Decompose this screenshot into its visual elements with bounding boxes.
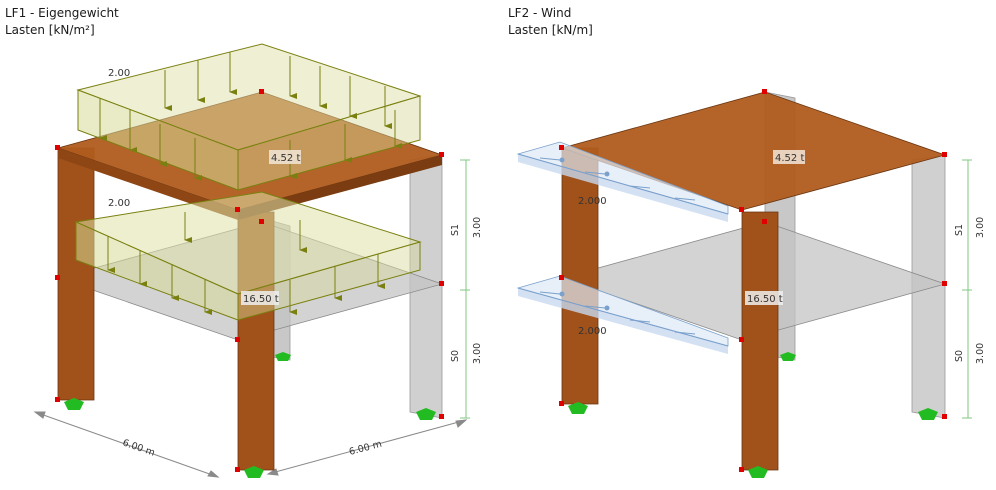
right-model: 2.000 2.000 4.52 t 16.50 t S1 3: [516, 89, 986, 478]
load-label-top: 2.00: [108, 68, 130, 79]
height-label-bottom: 3.00: [975, 343, 986, 364]
dimension-lines: [33, 411, 468, 478]
left-title-1: LF1 - Eigengewicht: [5, 6, 119, 20]
wind-load-mid: [516, 275, 729, 354]
mass-top-bg: [773, 150, 805, 164]
mass-mid-bg: [241, 291, 279, 305]
mass-top-bg: [269, 150, 301, 164]
slab-top-edge-front: [58, 148, 238, 220]
mass-label-mid: 16.50 t: [747, 294, 783, 305]
height-label-top: 3.00: [472, 217, 483, 238]
story-axis: [460, 159, 470, 419]
mass-label-top: 4.52 t: [775, 153, 804, 164]
mass-label-mid: 16.50 t: [243, 294, 279, 305]
left-title-2: Lasten [kN/m²]: [5, 23, 95, 37]
height-label-top: 3.00: [975, 217, 986, 238]
wind-label-top: 2.000: [578, 196, 607, 207]
nodes: [55, 89, 444, 472]
mass-label-top: 4.52 t: [271, 153, 300, 164]
area-load-top: [76, 43, 422, 191]
story-axis: [962, 159, 972, 419]
left-model: 6.00 m 6.00 m: [33, 43, 483, 478]
story-label-top: S1: [450, 224, 461, 236]
area-load-middle: [74, 191, 422, 321]
right-title-1: LF2 - Wind: [508, 6, 572, 20]
column-left: [561, 147, 599, 405]
slab-top: [560, 91, 947, 211]
dim-x-label: 6.00 m: [121, 437, 156, 458]
nodes: [559, 89, 947, 472]
load-label-middle: 2.00: [108, 198, 130, 209]
story-label-bottom: S0: [954, 350, 965, 362]
column-left: [57, 147, 95, 401]
supports: [568, 352, 938, 478]
wind-load-top: [516, 141, 729, 222]
mass-mid-bg: [745, 291, 783, 305]
supports: [64, 352, 436, 478]
right-title-2: Lasten [kN/m]: [508, 23, 593, 37]
dim-y-label: 6.00 m: [348, 439, 383, 458]
wind-label-mid: 2.000: [578, 326, 607, 337]
height-label-bottom: 3.00: [472, 343, 483, 364]
story-label-top: S1: [954, 224, 965, 236]
column-front: [741, 211, 779, 471]
story-label-bottom: S0: [450, 350, 461, 362]
